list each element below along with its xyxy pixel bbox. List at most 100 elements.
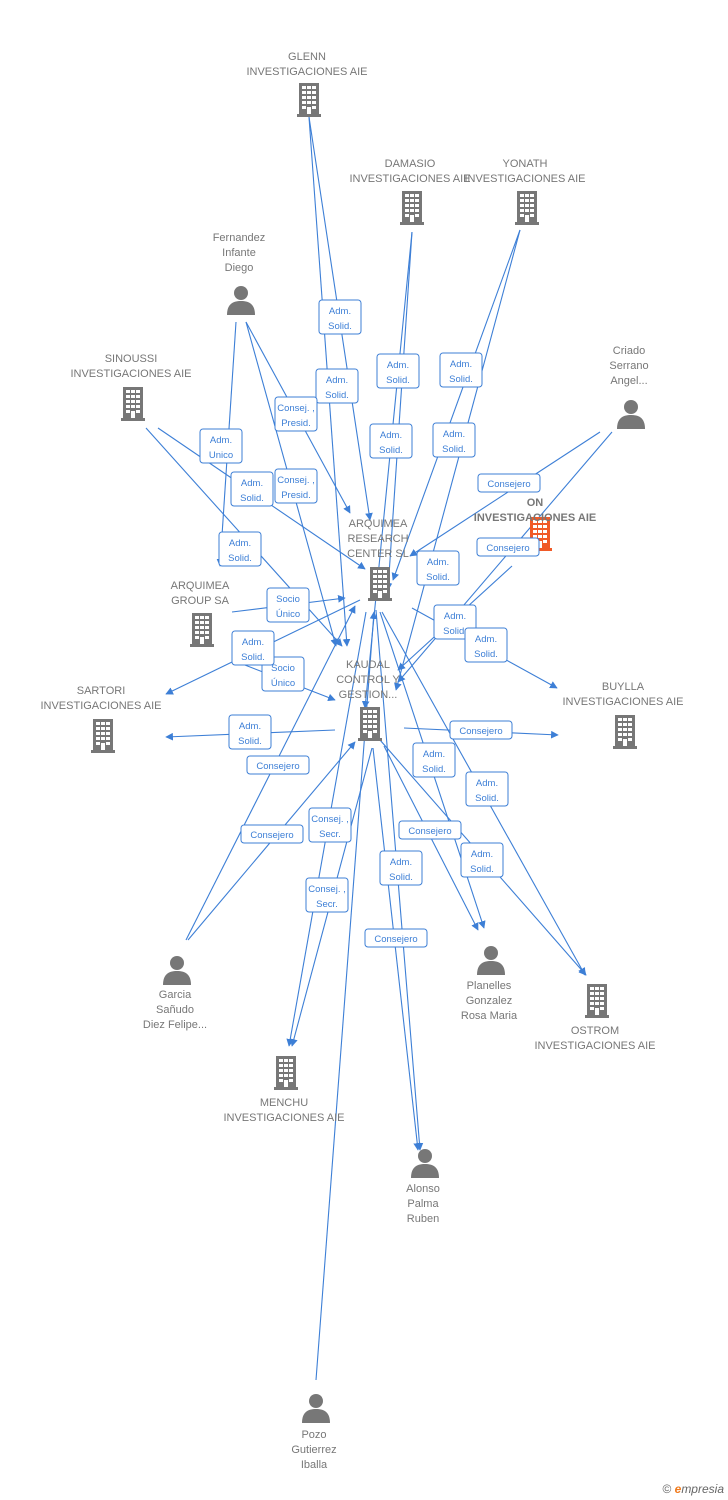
relationship-tag[interactable]: Adm.Solid. xyxy=(464,627,508,663)
relationship-tag-text[interactable]: Solid. xyxy=(328,321,352,332)
node-label[interactable]: INVESTIGACIONES AIE xyxy=(349,173,470,185)
relationship-tag-text[interactable]: Adm. xyxy=(210,435,232,446)
relationship-tag-box[interactable] xyxy=(412,742,456,778)
relationship-tag[interactable]: Adm. Solid. xyxy=(412,742,456,778)
node-label[interactable]: INVESTIGACIONES AIE xyxy=(464,173,585,185)
relationship-tag[interactable]: Consejero xyxy=(364,928,428,948)
relationship-tag[interactable]: Adm.Solid. xyxy=(228,714,272,750)
node-label[interactable]: OSTROM xyxy=(571,1025,619,1037)
relationship-tag-text[interactable]: Consejero xyxy=(487,479,530,490)
relationship-tag[interactable]: Adm.Solid. xyxy=(218,531,262,567)
relationship-tag-text[interactable]: Solid. xyxy=(422,764,446,775)
relationship-tag-text[interactable]: Consejero xyxy=(459,726,502,737)
node-label[interactable]: Ruben xyxy=(407,1213,439,1225)
relationship-tag-box[interactable] xyxy=(199,428,243,464)
relationship-tag[interactable]: Adm.Solid. xyxy=(376,353,420,389)
node-label[interactable]: Garcia xyxy=(159,989,192,1001)
relationship-tag[interactable]: Adm.Solid. xyxy=(318,299,362,335)
relationship-tag[interactable]: Consejero xyxy=(398,820,462,840)
relationship-tag-text[interactable]: Consej. , xyxy=(311,814,349,825)
relationship-tag[interactable]: Adm.Solid. xyxy=(460,842,504,878)
node-label[interactable]: ARQUIMEA xyxy=(171,580,230,592)
building-icon[interactable] xyxy=(368,567,392,601)
relationship-tag-text[interactable]: Solid. xyxy=(241,652,265,663)
relationship-tag-text[interactable]: Solid. xyxy=(325,390,349,401)
node-label[interactable]: Diego xyxy=(225,262,254,274)
building-icon[interactable] xyxy=(400,191,424,225)
relationship-tag-box[interactable] xyxy=(274,396,318,432)
relationship-tag-text[interactable]: Adm. xyxy=(443,429,465,440)
relationship-tag-text[interactable]: Socio xyxy=(271,663,295,674)
building-icon[interactable] xyxy=(585,984,609,1018)
relationship-tag-text[interactable]: Solid. xyxy=(426,572,450,583)
relationship-tag-text[interactable]: Unico xyxy=(209,450,233,461)
relationship-tag[interactable]: Adm. Unico xyxy=(199,428,243,464)
node-label[interactable]: MENCHU xyxy=(260,1097,308,1109)
relationship-tag-text[interactable]: Consejero xyxy=(250,830,293,841)
person-icon[interactable] xyxy=(477,946,505,975)
relationship-tag[interactable]: Adm.Solid. xyxy=(416,550,460,586)
node-label[interactable]: Palma xyxy=(407,1198,439,1210)
relationship-tag-box[interactable] xyxy=(246,755,310,775)
node-label[interactable]: Rosa Maria xyxy=(461,1010,518,1022)
relationship-tag-box[interactable] xyxy=(432,422,476,458)
relationship-tag-box[interactable] xyxy=(460,842,504,878)
relationship-tag-box[interactable] xyxy=(376,353,420,389)
relationship-tag-text[interactable]: Adm. xyxy=(242,637,264,648)
node-ostrom[interactable]: OSTROM INVESTIGACIONES AIE xyxy=(534,984,656,1052)
relationship-tag-box[interactable] xyxy=(231,630,275,666)
node-label[interactable]: Angel... xyxy=(610,375,647,387)
relationship-tag-text[interactable]: Solid. xyxy=(238,736,262,747)
relationship-tag-text[interactable]: Adm. xyxy=(390,857,412,868)
node-label[interactable]: Pozo xyxy=(301,1429,326,1441)
relationship-tag[interactable]: Adm.Solid. xyxy=(369,423,413,459)
node-label[interactable]: GESTION... xyxy=(339,689,398,701)
relationship-tag-box[interactable] xyxy=(308,807,352,843)
relationship-tag-text[interactable]: Adm. xyxy=(444,611,466,622)
relationship-tag-text[interactable]: Solid. xyxy=(386,375,410,386)
node-label[interactable]: KAUDAL xyxy=(346,659,390,671)
relationship-tag-box[interactable] xyxy=(240,824,304,844)
node-label[interactable]: ON xyxy=(527,497,544,509)
relationship-tag-box[interactable] xyxy=(439,352,483,388)
relationship-tag-box[interactable] xyxy=(476,537,540,557)
relationship-tag[interactable]: Adm.Solid. xyxy=(432,422,476,458)
node-label[interactable]: SARTORI xyxy=(77,685,126,697)
building-icon[interactable] xyxy=(515,191,539,225)
relationship-tag[interactable]: Consej. ,Presid. xyxy=(274,396,318,432)
relationship-tag-box[interactable] xyxy=(230,471,274,507)
relationship-tag-box[interactable] xyxy=(228,714,272,750)
relationship-tag-text[interactable]: Adm. xyxy=(423,749,445,760)
relationship-tag-box[interactable] xyxy=(364,928,428,948)
node-label[interactable]: CENTER SL xyxy=(347,548,409,560)
node-label[interactable]: INVESTIGACIONES AIE xyxy=(562,696,683,708)
node-label[interactable]: Criado xyxy=(613,345,645,357)
relationship-tag-text[interactable]: Solid. xyxy=(470,864,494,875)
relationship-tag-text[interactable]: Solid. xyxy=(379,445,403,456)
node-label[interactable]: INVESTIGACIONES AIE xyxy=(534,1040,655,1052)
relationship-tag[interactable]: Consejero xyxy=(476,537,540,557)
building-icon[interactable] xyxy=(91,719,115,753)
building-icon[interactable] xyxy=(274,1056,298,1090)
relationship-tag[interactable]: Adm.Solid. xyxy=(439,352,483,388)
relationship-tag-text[interactable]: Único xyxy=(276,609,300,620)
node-label[interactable]: Alonso xyxy=(406,1183,440,1195)
relationship-tag-text[interactable]: Solid. xyxy=(475,793,499,804)
relationship-tag[interactable]: Adm.Solid. xyxy=(230,471,274,507)
relationship-tag-text[interactable]: Secr. xyxy=(319,829,341,840)
relationship-tag-box[interactable] xyxy=(477,473,541,493)
node-label[interactable]: Sañudo xyxy=(156,1004,194,1016)
relationship-tag-text[interactable]: Solid. xyxy=(474,649,498,660)
relationship-tag-text[interactable]: Adm. xyxy=(229,538,251,549)
